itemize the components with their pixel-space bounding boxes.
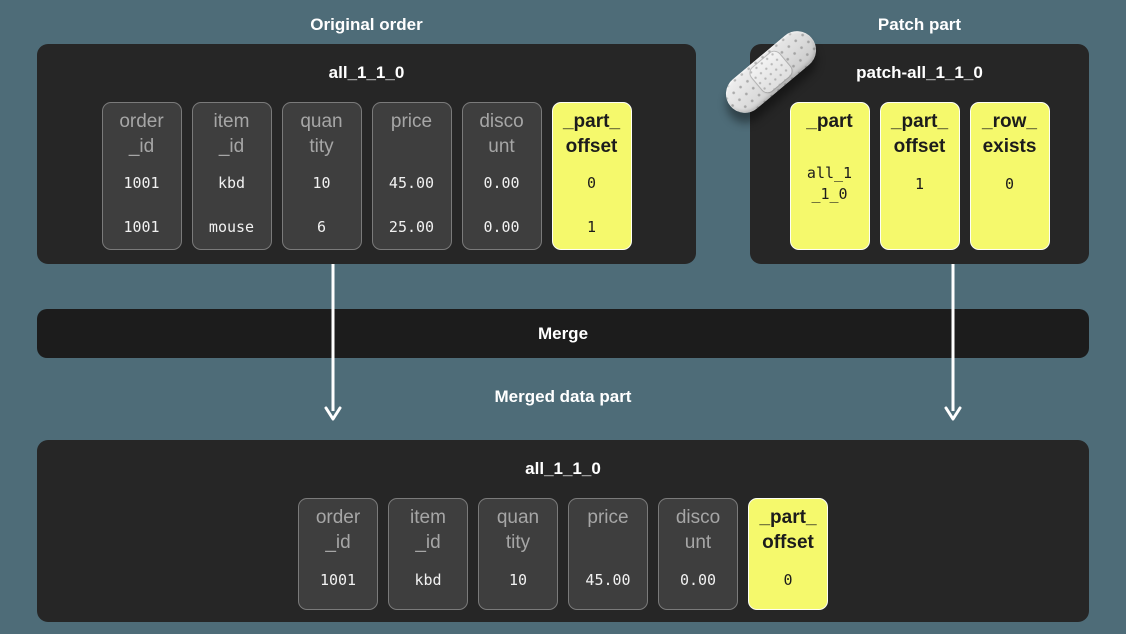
column-header: item _id: [213, 111, 250, 157]
column-header: _part_ offset: [562, 111, 621, 157]
patch-table-columns: _part all_1 _1_0 _part_ offset 1 _row_ exist…: [750, 102, 1089, 250]
table-title: all_1_1_0: [525, 459, 601, 478]
column-header: order _id: [315, 507, 361, 553]
merge-bar: Merge: [37, 309, 1089, 358]
column-price: price 45.00 25.00: [371, 102, 452, 250]
cell-value: 1001: [123, 173, 160, 192]
column-price: price 45.00: [568, 498, 648, 610]
column-header: disco unt: [479, 111, 524, 157]
column-discount: disco unt 0.00: [658, 498, 738, 610]
table-title: all_1_1_0: [328, 63, 405, 82]
merged-data-part-label: Merged data part: [494, 387, 632, 406]
column-discount: disco unt 0.00 0.00: [461, 102, 542, 250]
column-header: _row_ exists: [982, 111, 1037, 157]
cell-value: 1: [586, 217, 597, 236]
cell-value: all_1 _1_0: [806, 164, 853, 203]
cell-value: kbd: [414, 570, 442, 589]
patch-part-panel: patch-all_1_1_0 _part all_1 _1_0 _part_ of…: [750, 44, 1089, 264]
cell-value: 0: [586, 173, 597, 192]
column-header: _part_ offset: [890, 111, 949, 157]
column-header: quan tity: [496, 507, 540, 553]
column-quantity: quan tity 10 6: [281, 102, 362, 250]
cell-value: 0.00: [483, 217, 520, 236]
column-header: quan tity: [300, 111, 343, 157]
cell-value: kbd: [217, 173, 246, 192]
cell-value: 45.00: [388, 173, 435, 192]
cell-value: 0.00: [679, 570, 717, 589]
cell-value: 1001: [319, 570, 357, 589]
column-header: price: [390, 111, 433, 132]
cell-value: 0: [783, 570, 793, 589]
cell-value: 0: [1004, 174, 1015, 193]
column-part: _part all_1 _1_0: [789, 102, 870, 250]
merge-label: Merge: [537, 323, 589, 343]
cell-value: 0.00: [483, 173, 520, 192]
column-order-id: order _id 1001 1001: [101, 102, 182, 250]
column-part-offset: _part_ offset 0 1: [551, 102, 632, 250]
column-header: item _id: [410, 507, 446, 553]
cell-value: 6: [316, 217, 327, 236]
cell-value: 45.00: [585, 570, 631, 589]
column-order-id: order _id 1001: [298, 498, 378, 610]
column-quantity: quan tity 10: [478, 498, 558, 610]
merge-flow-arrow-left: [324, 264, 342, 421]
column-part-offset: _part_ offset 0: [748, 498, 828, 610]
column-row-exists: _row_ exists 0: [969, 102, 1050, 250]
column-header: price: [587, 507, 629, 528]
column-header: _part: [806, 111, 853, 132]
cell-value: mouse: [208, 217, 255, 236]
original-order-label: Original order: [310, 15, 423, 34]
cell-value: 25.00: [388, 217, 435, 236]
merge-flow-arrow-right: [944, 264, 962, 421]
cell-value: 10: [508, 570, 528, 589]
column-header: _part_ offset: [759, 507, 817, 553]
cell-value: 1: [914, 174, 925, 193]
column-header: disco unt: [675, 507, 721, 553]
column-header: order _id: [119, 111, 164, 157]
patch-part-label: Patch part: [877, 15, 962, 34]
table-title: patch-all_1_1_0: [856, 63, 983, 82]
cell-value: 10: [312, 173, 331, 192]
column-part-offset: _part_ offset 1: [879, 102, 960, 250]
cell-value: 1001: [123, 217, 160, 236]
